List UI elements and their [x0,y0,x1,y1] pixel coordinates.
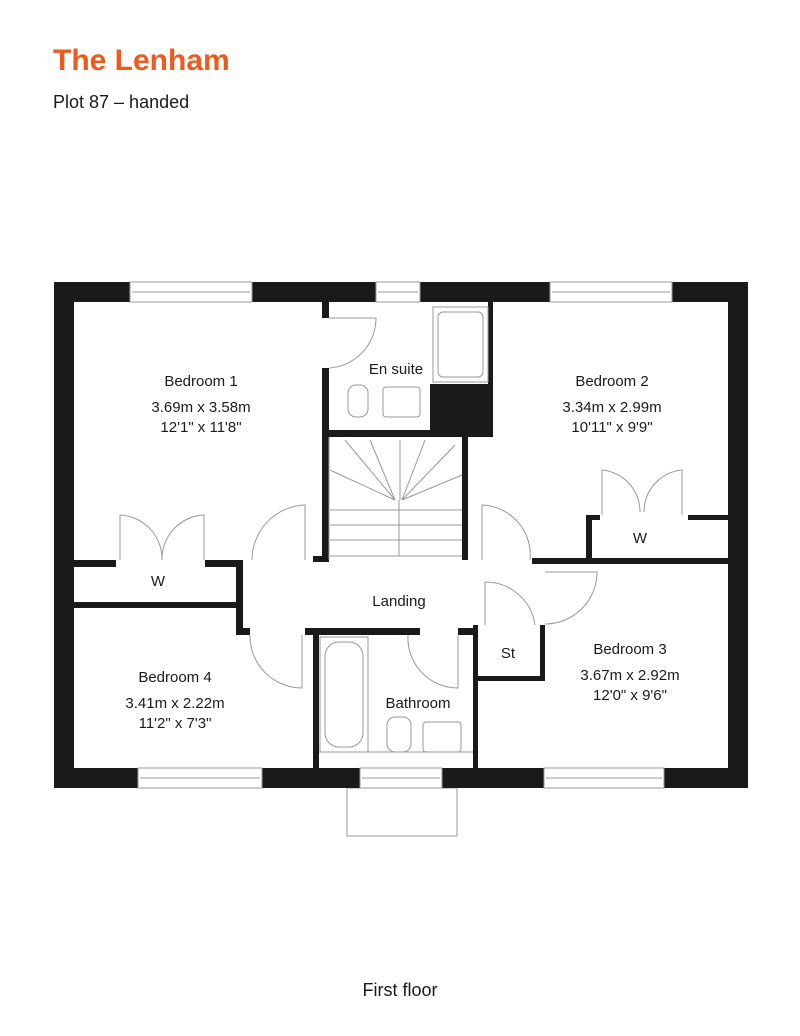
bedroom2-metric: 3.34m x 2.99m [562,399,661,416]
bedroom2-imperial: 10'11" x 9'9" [571,419,652,436]
wardrobe1-label: W [151,573,166,590]
bedroom1-metric: 3.69m x 3.58m [151,399,250,416]
ensuite-label: En suite [369,361,423,378]
bedroom2-label: Bedroom 2 [575,373,648,390]
interior-walls [74,302,728,768]
wardrobe2-label: W [633,530,648,547]
doors [119,317,683,689]
fixtures [319,306,489,753]
landing-label: Landing [372,593,425,610]
floor-caption: First floor [362,980,438,1000]
plan-title: The Lenham [53,44,230,77]
porch-outline [346,787,458,837]
windows [129,281,673,789]
bedroom3-metric: 3.67m x 2.92m [580,667,679,684]
bedroom4-imperial: 11'2" x 7'3" [139,715,212,732]
bedroom3-imperial: 12'0" x 9'6" [593,687,667,704]
storage-label: St [501,645,516,662]
plot-subtitle: Plot 87 – handed [53,92,190,112]
bedroom1-imperial: 12'1" x 11'8" [160,419,241,436]
bedroom3-label: Bedroom 3 [593,641,666,658]
bedroom1-label: Bedroom 1 [164,373,237,390]
bathroom-label: Bathroom [385,695,450,712]
bedroom4-metric: 3.41m x 2.22m [125,695,224,712]
bedroom4-label: Bedroom 4 [138,669,211,686]
staircase [329,439,463,557]
